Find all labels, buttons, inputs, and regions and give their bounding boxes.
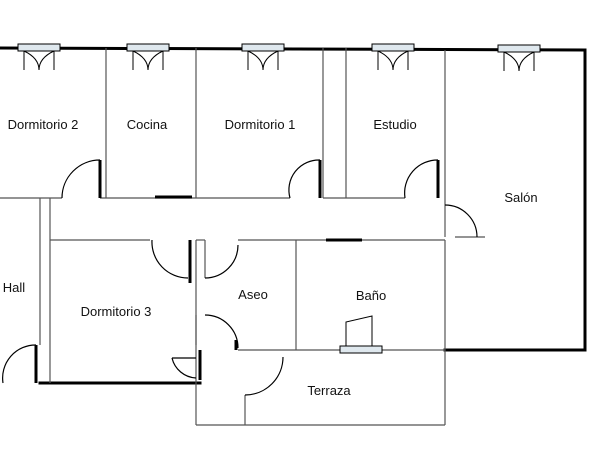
room-labels: Dormitorio 2 Cocina Dormitorio 1 Estudio… bbox=[3, 117, 538, 398]
room-label-cocina: Cocina bbox=[127, 117, 168, 132]
room-label-dormitorio-1: Dormitorio 1 bbox=[225, 117, 296, 132]
window-dormitorio-2 bbox=[17, 43, 61, 71]
door-arcs bbox=[2, 159, 478, 396]
window-salon bbox=[497, 44, 541, 72]
room-label-salon: Salón bbox=[504, 190, 537, 205]
windows bbox=[17, 43, 541, 354]
window-cocina bbox=[126, 43, 170, 71]
room-label-dormitorio-2: Dormitorio 2 bbox=[8, 117, 79, 132]
room-label-terraza: Terraza bbox=[307, 383, 351, 398]
room-label-bano: Baño bbox=[356, 288, 386, 303]
room-label-hall: Hall bbox=[3, 280, 26, 295]
room-label-estudio: Estudio bbox=[373, 117, 416, 132]
room-label-dormitorio-3: Dormitorio 3 bbox=[81, 304, 152, 319]
interior-walls bbox=[0, 48, 485, 426]
window-bano bbox=[339, 315, 383, 354]
exterior-walls bbox=[0, 46, 587, 385]
window-estudio bbox=[371, 43, 415, 71]
room-label-aseo: Aseo bbox=[238, 287, 268, 302]
window-dormitorio-1 bbox=[241, 43, 285, 71]
